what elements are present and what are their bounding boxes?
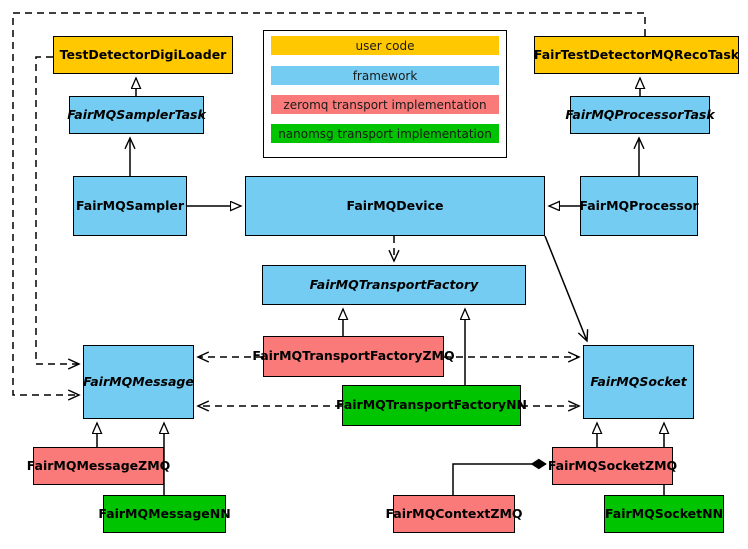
class-node-fairtestdetectormqrecotask[interactable]: FairTestDetectorMQRecoTask xyxy=(534,36,739,74)
edge-device-socket xyxy=(544,235,587,341)
edge-digiloader-message xyxy=(35,56,79,364)
edge-recotask-message xyxy=(12,12,646,395)
class-node-testdetectordigiloader[interactable]: TestDetectorDigiLoader xyxy=(53,36,233,74)
class-node-fairmqtransportfactory[interactable]: FairMQTransportFactory xyxy=(262,265,526,305)
class-node-fairmqmessage[interactable]: FairMQMessage xyxy=(83,345,194,419)
class-node-fairmqdevice[interactable]: FairMQDevice xyxy=(245,176,545,236)
legend-label-framework: framework xyxy=(352,68,418,83)
class-label: TestDetectorDigiLoader xyxy=(59,46,227,62)
class-node-fairmqprocessor[interactable]: FairMQProcessor xyxy=(579,176,699,236)
class-label: FairMQContextZMQ xyxy=(385,505,523,521)
class-label: FairMQTransportFactory xyxy=(309,276,479,292)
class-label: FairMQTransportFactoryZMQ xyxy=(252,348,455,364)
class-node-fairmqmessagezmq[interactable]: FairMQMessageZMQ xyxy=(27,447,170,485)
edge-contextzmq-socketzmq xyxy=(452,464,546,495)
class-node-fairmqtransportfactorynn[interactable]: FairMQTransportFactoryNN xyxy=(336,385,527,426)
legend-item-nanomsg: nanomsg transport implementation xyxy=(271,124,499,143)
class-label: FairMQSampler xyxy=(75,197,185,213)
class-node-fairmqsampler[interactable]: FairMQSampler xyxy=(73,176,187,236)
class-label: FairMQTransportFactoryNN xyxy=(336,397,527,413)
legend-label-usercode: user code xyxy=(355,38,415,53)
class-label: FairMQProcessorTask xyxy=(565,106,715,122)
class-node-fairmqsamplertask[interactable]: FairMQSamplerTask xyxy=(67,96,206,134)
class-node-fairmqsocket[interactable]: FairMQSocket xyxy=(583,345,694,419)
class-label: FairMQSocketZMQ xyxy=(547,457,678,473)
class-node-fairmqsocketnn[interactable]: FairMQSocketNN xyxy=(604,495,724,533)
legend-label-zmq: zeromq transport implementation xyxy=(283,97,487,112)
class-node-fairmqtransportfactoryzmq[interactable]: FairMQTransportFactoryZMQ xyxy=(252,336,455,377)
class-label: FairMQMessage xyxy=(83,373,194,389)
class-label: FairMQMessageZMQ xyxy=(26,457,171,473)
class-node-fairmqmessagenn[interactable]: FairMQMessageNN xyxy=(98,495,231,533)
legend-item-usercode: user code xyxy=(271,36,499,55)
class-label: FairMQProcessor xyxy=(579,197,699,213)
class-label: FairMQDevice xyxy=(346,197,444,213)
class-node-fairmqsocketzmq[interactable]: FairMQSocketZMQ xyxy=(548,447,677,485)
class-label: FairMQSamplerTask xyxy=(67,106,206,122)
legend-item-framework: framework xyxy=(271,66,499,85)
class-label: FairMQSocket xyxy=(590,373,687,389)
class-node-fairmqprocessortask[interactable]: FairMQProcessorTask xyxy=(565,96,715,134)
class-node-fairmqcontextzmq[interactable]: FairMQContextZMQ xyxy=(385,495,523,533)
class-label: FairMQSocketNN xyxy=(604,505,724,521)
legend-item-zmq: zeromq transport implementation xyxy=(271,95,499,114)
class-label: FairMQMessageNN xyxy=(98,505,231,521)
legend-label-nanomsg: nanomsg transport implementation xyxy=(278,126,492,141)
class-label: FairTestDetectorMQRecoTask xyxy=(533,46,740,62)
